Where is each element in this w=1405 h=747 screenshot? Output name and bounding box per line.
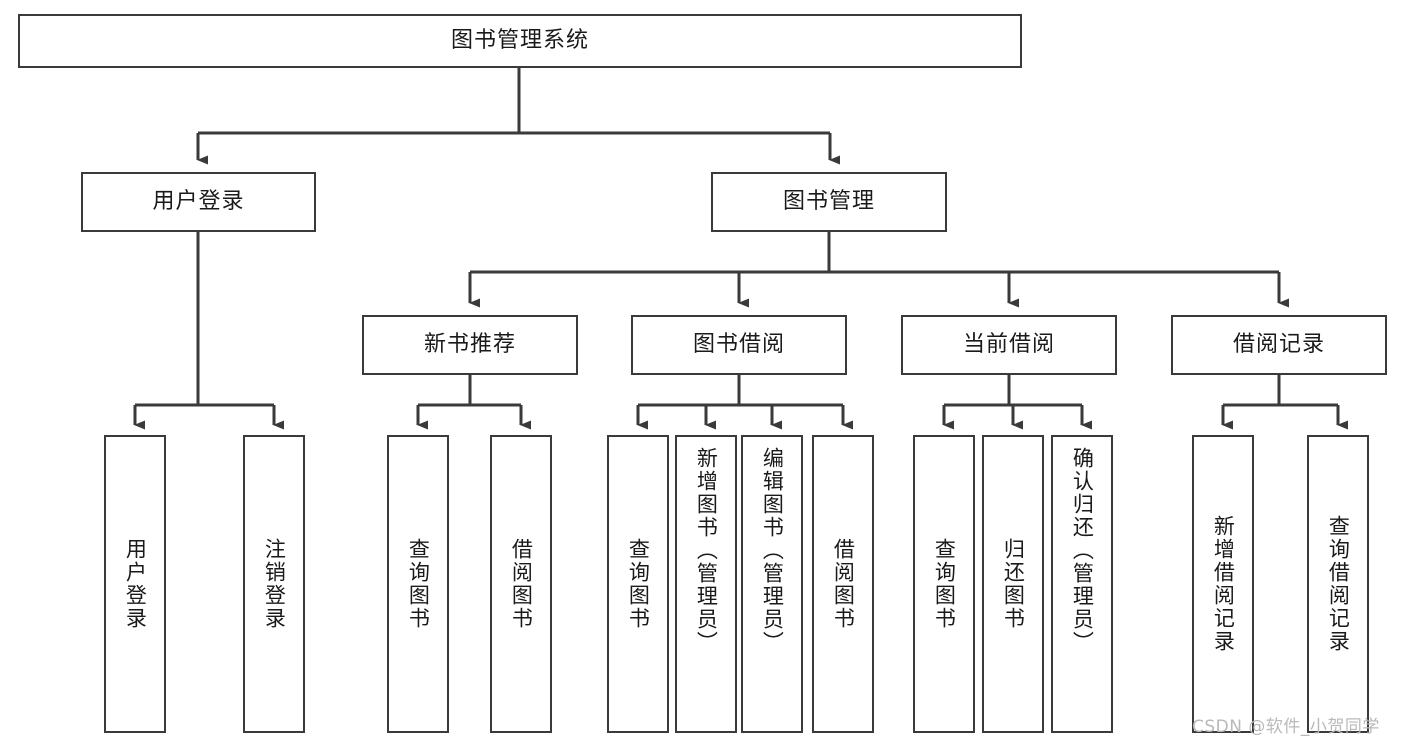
leaf-borrow-borrow-book[interactable]: 借阅图书 xyxy=(812,435,874,733)
node-label: 新增借阅记录 xyxy=(1211,515,1236,653)
node-label: 当前借阅 xyxy=(962,332,1055,358)
leaf-record-query-record[interactable]: 查询借阅记录 xyxy=(1307,435,1369,733)
node-label: 查询图书 xyxy=(932,538,957,630)
leaf-recommend-borrow-book[interactable]: 借阅图书 xyxy=(490,435,552,733)
leaf-borrow-edit-book-admin[interactable]: 编辑图书（管理员） xyxy=(741,435,803,733)
node-label: 确认归还（管理员） xyxy=(1070,447,1095,654)
node-book-borrow[interactable]: 图书借阅 xyxy=(631,315,847,375)
leaf-borrow-query-book[interactable]: 查询图书 xyxy=(607,435,669,733)
node-new-book-recommend[interactable]: 新书推荐 xyxy=(362,315,578,375)
node-label: 借阅图书 xyxy=(831,538,856,630)
node-label: 新书推荐 xyxy=(423,332,516,358)
leaf-current-confirm-return-admin[interactable]: 确认归还（管理员） xyxy=(1051,435,1113,733)
leaf-recommend-query-book[interactable]: 查询图书 xyxy=(387,435,449,733)
node-user-login[interactable]: 用户登录 xyxy=(81,172,316,232)
node-label: 注销登录 xyxy=(262,538,287,630)
node-root-system[interactable]: 图书管理系统 xyxy=(18,14,1022,68)
node-label: 借阅记录 xyxy=(1232,332,1325,358)
node-book-management[interactable]: 图书管理 xyxy=(711,172,947,232)
node-label: 图书管理 xyxy=(782,189,875,215)
node-label: 图书管理系统 xyxy=(450,28,589,54)
leaf-user-login-signin[interactable]: 用户登录 xyxy=(104,435,166,733)
csdn-watermark: CSDN @软件_小贺同学 xyxy=(1192,717,1380,737)
node-current-borrow[interactable]: 当前借阅 xyxy=(901,315,1117,375)
node-label: 用户登录 xyxy=(152,189,245,215)
node-label: 查询借阅记录 xyxy=(1326,515,1351,653)
node-label: 借阅图书 xyxy=(509,538,534,630)
node-label: 用户登录 xyxy=(123,538,148,630)
node-label: 图书借阅 xyxy=(692,332,785,358)
leaf-record-add-record[interactable]: 新增借阅记录 xyxy=(1192,435,1254,733)
node-label: 编辑图书（管理员） xyxy=(760,447,785,654)
node-label: 新增图书（管理员） xyxy=(694,447,719,654)
node-label: 查询图书 xyxy=(406,538,431,630)
leaf-current-return-book[interactable]: 归还图书 xyxy=(982,435,1044,733)
node-borrow-record[interactable]: 借阅记录 xyxy=(1171,315,1387,375)
leaf-user-login-signout[interactable]: 注销登录 xyxy=(243,435,305,733)
node-label: 查询图书 xyxy=(626,538,651,630)
node-label: 归还图书 xyxy=(1001,538,1026,630)
leaf-borrow-add-book-admin[interactable]: 新增图书（管理员） xyxy=(675,435,737,733)
leaf-current-query-book[interactable]: 查询图书 xyxy=(913,435,975,733)
